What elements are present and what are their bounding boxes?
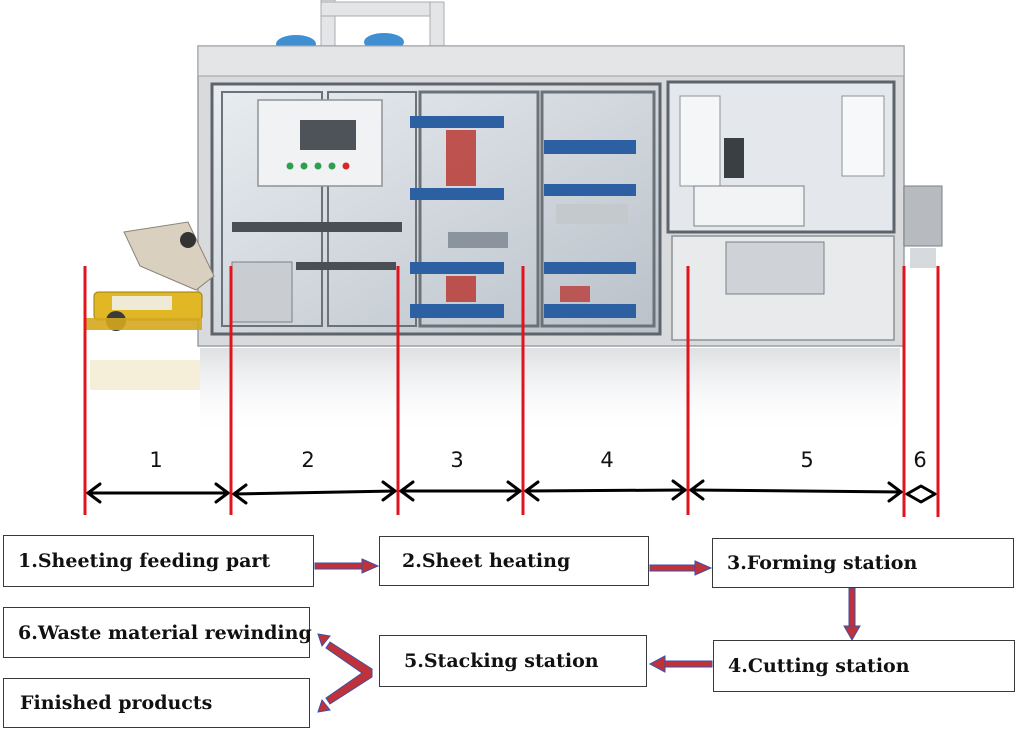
step-box-cutting: 4.Cutting station	[713, 640, 1015, 692]
dimension-arrow-6	[905, 484, 937, 504]
dimension-arrow-4	[524, 479, 687, 502]
step-box-stacking: 5.Stacking station	[379, 635, 647, 687]
section-label-5: 5	[800, 448, 814, 472]
flow-arrow-feeding-to-heating	[314, 558, 380, 574]
section-label-1: 1	[149, 448, 163, 472]
flow-arrow-cutting-to-stacking	[648, 655, 713, 673]
section-label-4: 4	[600, 448, 614, 472]
section-label-6: 6	[913, 448, 927, 472]
section-dividers	[83, 266, 940, 517]
section-label-3: 3	[450, 448, 464, 472]
thermoforming-machine	[86, 0, 943, 438]
section-label-2: 2	[301, 448, 315, 472]
flow-arrow-heating-to-forming	[649, 560, 713, 576]
step-box-waste: 6.Waste material rewinding	[3, 607, 312, 658]
step-box-heating: 2.Sheet heating	[379, 536, 649, 586]
dimension-arrow-5	[689, 479, 903, 503]
dimension-arrow-3	[399, 480, 522, 502]
dimension-arrow-1	[86, 482, 230, 504]
step-box-feeding: 1.Sheeting feeding part	[3, 535, 314, 587]
dimension-arrow-2	[232, 480, 397, 505]
step-box-finished: Finished products	[3, 678, 310, 728]
flow-arrow-forming-to-cutting	[843, 587, 861, 642]
dimension-arrows	[86, 479, 937, 505]
flow-arrow-stacking-split	[317, 633, 373, 713]
flow-arrows	[314, 558, 861, 713]
step-box-forming: 3.Forming station	[712, 538, 1014, 588]
